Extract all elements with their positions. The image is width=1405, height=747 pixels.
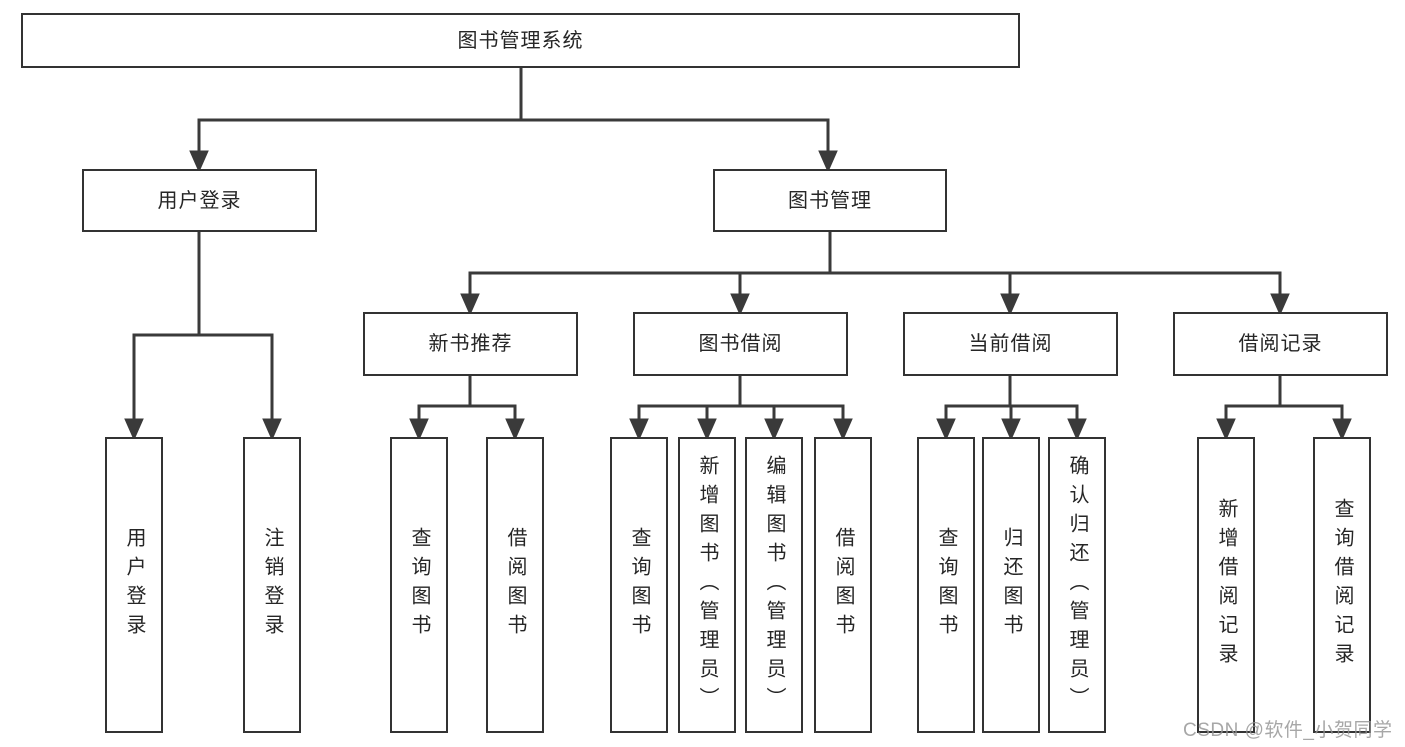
leaf-query-borrow-record-label: 查询借阅记录 bbox=[1331, 498, 1353, 672]
leaf-add-borrow-record: 新增借阅记录 bbox=[1197, 437, 1255, 733]
arrowhead-icon bbox=[764, 418, 784, 441]
leaf-borrow-books-2-label: 借阅图书 bbox=[832, 527, 854, 643]
leaf-query-books-2-label: 查询图书 bbox=[628, 527, 650, 643]
node-root: 图书管理系统 bbox=[21, 13, 1020, 68]
leaf-query-books-3: 查询图书 bbox=[917, 437, 975, 733]
arrowhead-icon bbox=[189, 150, 209, 173]
arrowhead-icon bbox=[1001, 418, 1021, 441]
leaf-query-books-1: 查询图书 bbox=[390, 437, 448, 733]
node-borrow-records-label: 借阅记录 bbox=[1238, 333, 1323, 355]
leaf-user-login-label: 用户登录 bbox=[123, 527, 145, 643]
leaf-logout-label: 注销登录 bbox=[261, 527, 283, 643]
leaf-query-borrow-record: 查询借阅记录 bbox=[1313, 437, 1371, 733]
arrowhead-icon bbox=[124, 418, 144, 441]
node-current-borrow: 当前借阅 bbox=[903, 312, 1118, 376]
arrowhead-icon bbox=[409, 418, 429, 441]
node-book-borrow-label: 图书借阅 bbox=[698, 333, 783, 355]
arrowhead-icon bbox=[629, 418, 649, 441]
arrowhead-icon bbox=[1270, 293, 1290, 316]
arrowhead-icon bbox=[505, 418, 525, 441]
node-current-borrow-label: 当前借阅 bbox=[968, 333, 1053, 355]
node-root-label: 图书管理系统 bbox=[457, 29, 584, 52]
node-book-management-label: 图书管理 bbox=[788, 189, 872, 212]
leaf-confirm-return-admin: 确认归还（管理员） bbox=[1048, 437, 1106, 733]
arrowhead-icon bbox=[1216, 418, 1236, 441]
arrowhead-icon bbox=[1332, 418, 1352, 441]
leaf-logout: 注销登录 bbox=[243, 437, 301, 733]
leaf-add-borrow-record-label: 新增借阅记录 bbox=[1215, 498, 1237, 672]
arrowhead-icon bbox=[262, 418, 282, 441]
leaf-add-book-admin: 新增图书（管理员） bbox=[678, 437, 736, 733]
node-book-borrow: 图书借阅 bbox=[633, 312, 848, 376]
node-borrow-records: 借阅记录 bbox=[1173, 312, 1388, 376]
arrowhead-icon bbox=[697, 418, 717, 441]
leaf-borrow-books-1-label: 借阅图书 bbox=[504, 527, 526, 643]
node-book-management: 图书管理 bbox=[713, 169, 947, 232]
leaf-query-books-1-label: 查询图书 bbox=[408, 527, 430, 643]
arrowhead-icon bbox=[818, 150, 838, 173]
arrowhead-icon bbox=[1067, 418, 1087, 441]
node-user-login: 用户登录 bbox=[82, 169, 317, 232]
leaf-return-books-label: 归还图书 bbox=[1000, 527, 1022, 643]
node-new-book-recommend: 新书推荐 bbox=[363, 312, 578, 376]
node-user-login-label: 用户登录 bbox=[157, 189, 242, 212]
leaf-user-login: 用户登录 bbox=[105, 437, 163, 733]
leaf-add-book-admin-label: 新增图书（管理员） bbox=[696, 454, 718, 716]
leaf-borrow-books-1: 借阅图书 bbox=[486, 437, 544, 733]
arrowhead-icon bbox=[1000, 293, 1020, 316]
node-new-book-recommend-label: 新书推荐 bbox=[428, 333, 513, 355]
arrowhead-icon bbox=[936, 418, 956, 441]
leaf-query-books-2: 查询图书 bbox=[610, 437, 668, 733]
arrowhead-icon bbox=[833, 418, 853, 441]
leaf-edit-book-admin: 编辑图书（管理员） bbox=[745, 437, 803, 733]
arrowhead-icon bbox=[730, 293, 750, 316]
arrowhead-icon bbox=[460, 293, 480, 316]
leaf-confirm-return-admin-label: 确认归还（管理员） bbox=[1066, 454, 1088, 716]
leaf-return-books: 归还图书 bbox=[982, 437, 1040, 733]
leaf-query-books-3-label: 查询图书 bbox=[935, 527, 957, 643]
csdn-watermark: CSDN @软件_小贺同学 bbox=[1183, 720, 1393, 741]
leaf-edit-book-admin-label: 编辑图书（管理员） bbox=[763, 454, 785, 716]
leaf-borrow-books-2: 借阅图书 bbox=[814, 437, 872, 733]
